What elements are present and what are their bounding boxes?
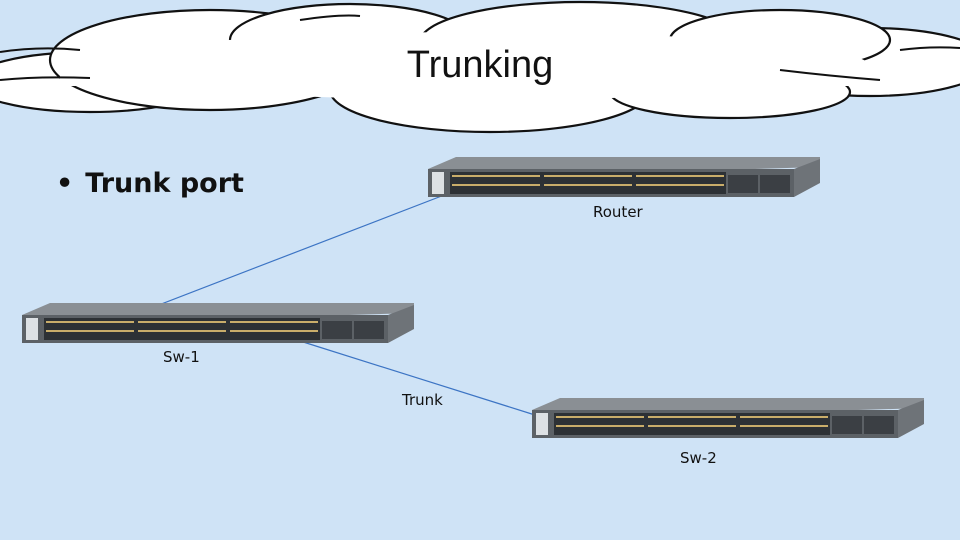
trunk-link-label: Trunk [402, 391, 443, 409]
bullet-item: • Trunk port [56, 168, 244, 199]
slide-title: Trunking [406, 44, 554, 86]
sw2-device [532, 398, 924, 438]
router-device [428, 157, 820, 197]
sw2-label: Sw-2 [680, 449, 717, 467]
bullet-text: Trunk port [85, 168, 244, 199]
sw1-label: Sw-1 [163, 348, 200, 366]
bullet-marker: • [56, 168, 74, 199]
sw1-device [22, 303, 414, 343]
router-label: Router [593, 203, 643, 221]
link-sw1-sw2 [299, 340, 536, 416]
link-sw1-router [124, 191, 453, 319]
